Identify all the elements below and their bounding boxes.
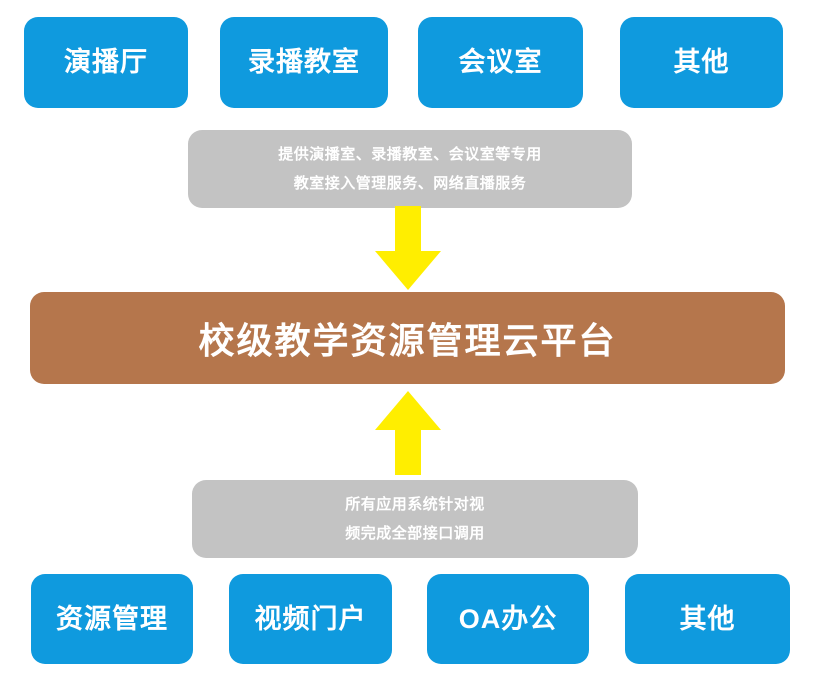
note-line-2: 教室接入管理服务、网络直播服务 [293,175,527,192]
node-label: 会议室 [458,47,543,77]
top-node-meeting-room[interactable]: 会议室 [418,17,583,108]
arrow-down-icon [375,206,441,290]
note-line-1: 提供演播室、录播教室、会议室等专用 [278,146,542,163]
top-node-recording-classroom[interactable]: 录播教室 [220,17,388,108]
node-label: OA办公 [458,603,558,634]
arrow-up-icon [375,391,441,475]
bottom-node-other[interactable]: 其他 [625,574,790,664]
central-platform-bar[interactable]: 校级教学资源管理云平台 [30,292,785,384]
note-line-1: 所有应用系统针对视 [345,496,485,513]
platform-title: 校级教学资源管理云平台 [198,320,617,361]
node-label: 录播教室 [248,47,360,77]
top-node-broadcast-hall[interactable]: 演播厅 [24,17,188,108]
note-lower-interfaces: 所有应用系统针对视 频完成全部接口调用 [192,480,638,558]
note-line-2: 频完成全部接口调用 [345,525,485,542]
node-label: 其他 [679,603,736,634]
top-node-other[interactable]: 其他 [620,17,783,108]
bottom-node-resource-management[interactable]: 资源管理 [31,574,193,664]
node-label: 视频门户 [254,603,367,634]
note-upper-services: 提供演播室、录播教室、会议室等专用 教室接入管理服务、网络直播服务 [188,130,632,208]
node-label: 资源管理 [56,603,168,634]
node-label: 演播厅 [64,47,148,77]
bottom-node-oa-office[interactable]: OA办公 [427,574,589,664]
node-label: 其他 [673,47,730,77]
bottom-node-video-portal[interactable]: 视频门户 [229,574,392,664]
